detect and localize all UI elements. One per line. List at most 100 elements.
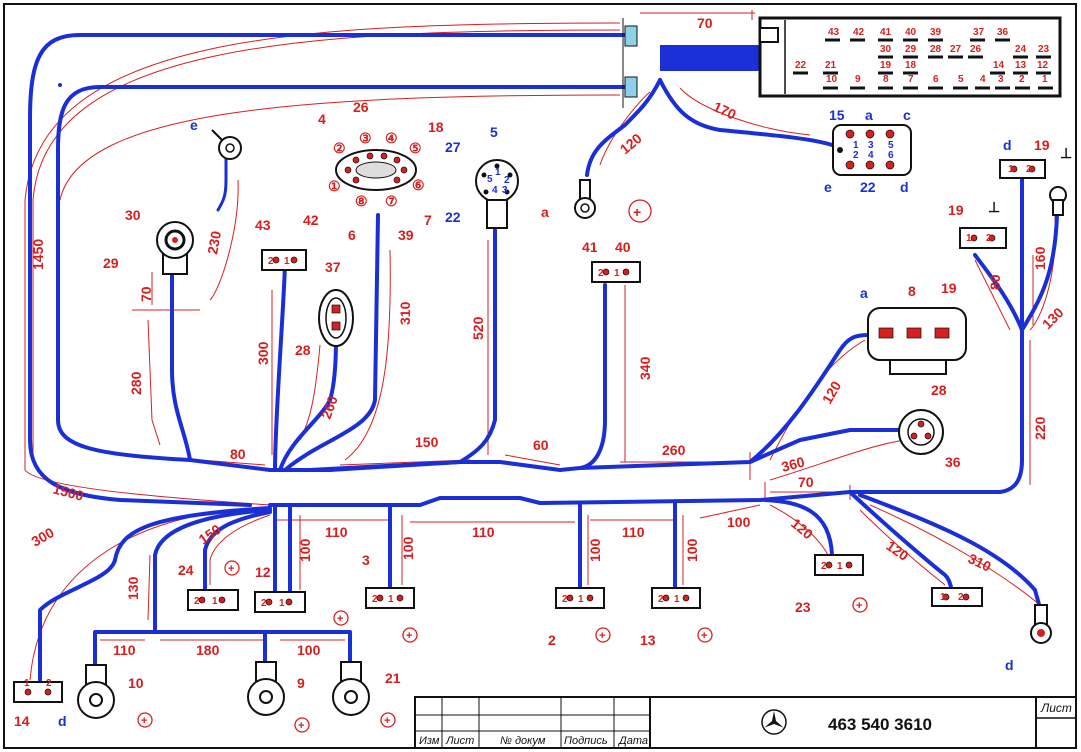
dim-130-l: 130 xyxy=(125,576,141,600)
pin-label: 2 xyxy=(372,594,378,605)
svg-text:+: + xyxy=(406,630,412,642)
label-2: 2 xyxy=(548,632,556,648)
dim-100-e: 100 xyxy=(727,514,751,530)
label-37: 37 xyxy=(325,259,341,275)
pin-label-3: 3 xyxy=(998,74,1004,85)
connector-43-42: 2 1 xyxy=(261,249,307,271)
dim-150: 150 xyxy=(415,434,439,450)
sensor-10 xyxy=(77,664,115,719)
pin-label: 1 xyxy=(1008,164,1014,175)
label-19-3pin: 19 xyxy=(941,280,957,296)
pin-label-19: 19 xyxy=(880,60,892,71)
dim-70-top: 70 xyxy=(697,15,713,31)
pin-label: 2 xyxy=(562,594,568,605)
svg-text:+: + xyxy=(384,715,390,727)
dim-100-b: 100 xyxy=(587,538,603,562)
pin-label: 2 xyxy=(958,592,964,603)
pin-label-23: 23 xyxy=(1038,44,1050,55)
dim-1450: 1450 xyxy=(30,239,46,270)
label-3: 3 xyxy=(362,552,370,568)
dim-110-bot: 110 xyxy=(113,642,136,658)
connector-12: 2 1 xyxy=(254,591,306,613)
sensor-9 xyxy=(247,661,285,716)
dim-80: 80 xyxy=(230,446,246,462)
dim-100-a: 100 xyxy=(400,536,416,560)
pin-label-29: 29 xyxy=(905,44,917,55)
pin-label: 2 xyxy=(261,598,267,609)
pin-label: 4 xyxy=(868,150,874,161)
pin-label: 2 xyxy=(46,678,52,689)
dim-110-b: 110 xyxy=(472,524,495,540)
dim-1500: 1500 xyxy=(51,480,85,504)
label-30: 30 xyxy=(125,207,141,223)
label-7: 7 xyxy=(424,212,432,228)
connector-d-19: 1 2 xyxy=(999,159,1046,179)
label-29: 29 xyxy=(103,255,119,271)
label-42: 42 xyxy=(303,212,319,228)
tb-col-date: Дата xyxy=(617,735,648,747)
label-28-right: 28 xyxy=(931,382,947,398)
svg-text:+: + xyxy=(599,630,605,642)
label-21: 21 xyxy=(385,670,401,686)
dim-280: 280 xyxy=(128,371,144,395)
dim-70-left: 70 xyxy=(138,286,154,302)
pin-label: 1 xyxy=(940,592,946,603)
pin-label-24: 24 xyxy=(1015,44,1027,55)
dim-300-v: 300 xyxy=(255,341,271,365)
tb-col-sign: Подпись xyxy=(564,735,608,747)
star-logo-icon xyxy=(761,709,787,735)
pin-label: 1 xyxy=(388,594,394,605)
dim-260-v: 260 xyxy=(318,393,341,421)
label-4: 4 xyxy=(318,111,326,127)
dim-230: 230 xyxy=(204,230,224,256)
label-e: e xyxy=(190,117,198,133)
label-14: 14 xyxy=(14,713,30,729)
ring-terminal-e xyxy=(211,129,242,160)
round-connector-28-36 xyxy=(898,409,944,455)
ground-icon: ⊥ xyxy=(988,199,1000,215)
dim-80-r: 80 xyxy=(987,274,1003,290)
tb-col-doc: № докум xyxy=(500,735,546,747)
pin-label-14: 14 xyxy=(993,60,1005,71)
pin-label-27: 27 xyxy=(950,44,962,55)
connector-14: 1 2 xyxy=(13,678,63,703)
svg-text:+: + xyxy=(701,630,707,642)
svg-text:+: + xyxy=(228,563,234,575)
dim-100-d: 100 xyxy=(297,538,313,562)
connector-24: 2 1 xyxy=(187,589,239,611)
connector-3pin-a-8-19 xyxy=(867,307,967,375)
dim-520: 520 xyxy=(470,316,486,340)
pin-label-2: 2 xyxy=(1019,74,1025,85)
plus-symbol xyxy=(628,199,652,223)
pin-label-22: 22 xyxy=(795,60,807,71)
plus-symbols: + + + + + + + + + xyxy=(137,560,868,733)
tb-col-izm: Изм xyxy=(419,735,440,747)
connector-23: 2 1 xyxy=(814,554,864,576)
dim-130-r: 130 xyxy=(1039,304,1067,332)
pin-label: 2 xyxy=(194,596,200,607)
dim-310-v: 310 xyxy=(397,301,413,325)
label-10: 10 xyxy=(128,675,144,691)
main-connector-pin-dashes xyxy=(793,38,1053,90)
label-a-3pin: a xyxy=(860,285,868,301)
dim-170: 170 xyxy=(711,98,739,122)
label-13: 13 xyxy=(640,632,656,648)
label-conn-e: e xyxy=(824,179,832,195)
pin-label-28: 28 xyxy=(930,44,942,55)
connector-41-40: 2 1 xyxy=(591,261,641,283)
label-36: 36 xyxy=(945,454,961,470)
dim-340: 340 xyxy=(637,356,653,380)
pin-label: 3 xyxy=(502,185,508,196)
label-circ-7: ⑦ xyxy=(385,193,398,209)
ring-terminal-plus: + xyxy=(574,179,652,223)
harness-wires xyxy=(28,33,1059,682)
oval-connector-8pin xyxy=(335,149,417,191)
pin-label: 1 xyxy=(614,268,620,279)
round-connector-5pin: 1 2 3 4 5 xyxy=(475,159,519,229)
dim-120-r: 120 xyxy=(819,378,845,406)
main-connector-row4-labels: 10 9 8 7 6 5 4 3 2 1 xyxy=(826,74,1048,85)
dim-110-c: 110 xyxy=(622,524,645,540)
pin-label: 2 xyxy=(986,233,992,244)
pin-label-37: 37 xyxy=(973,27,985,38)
